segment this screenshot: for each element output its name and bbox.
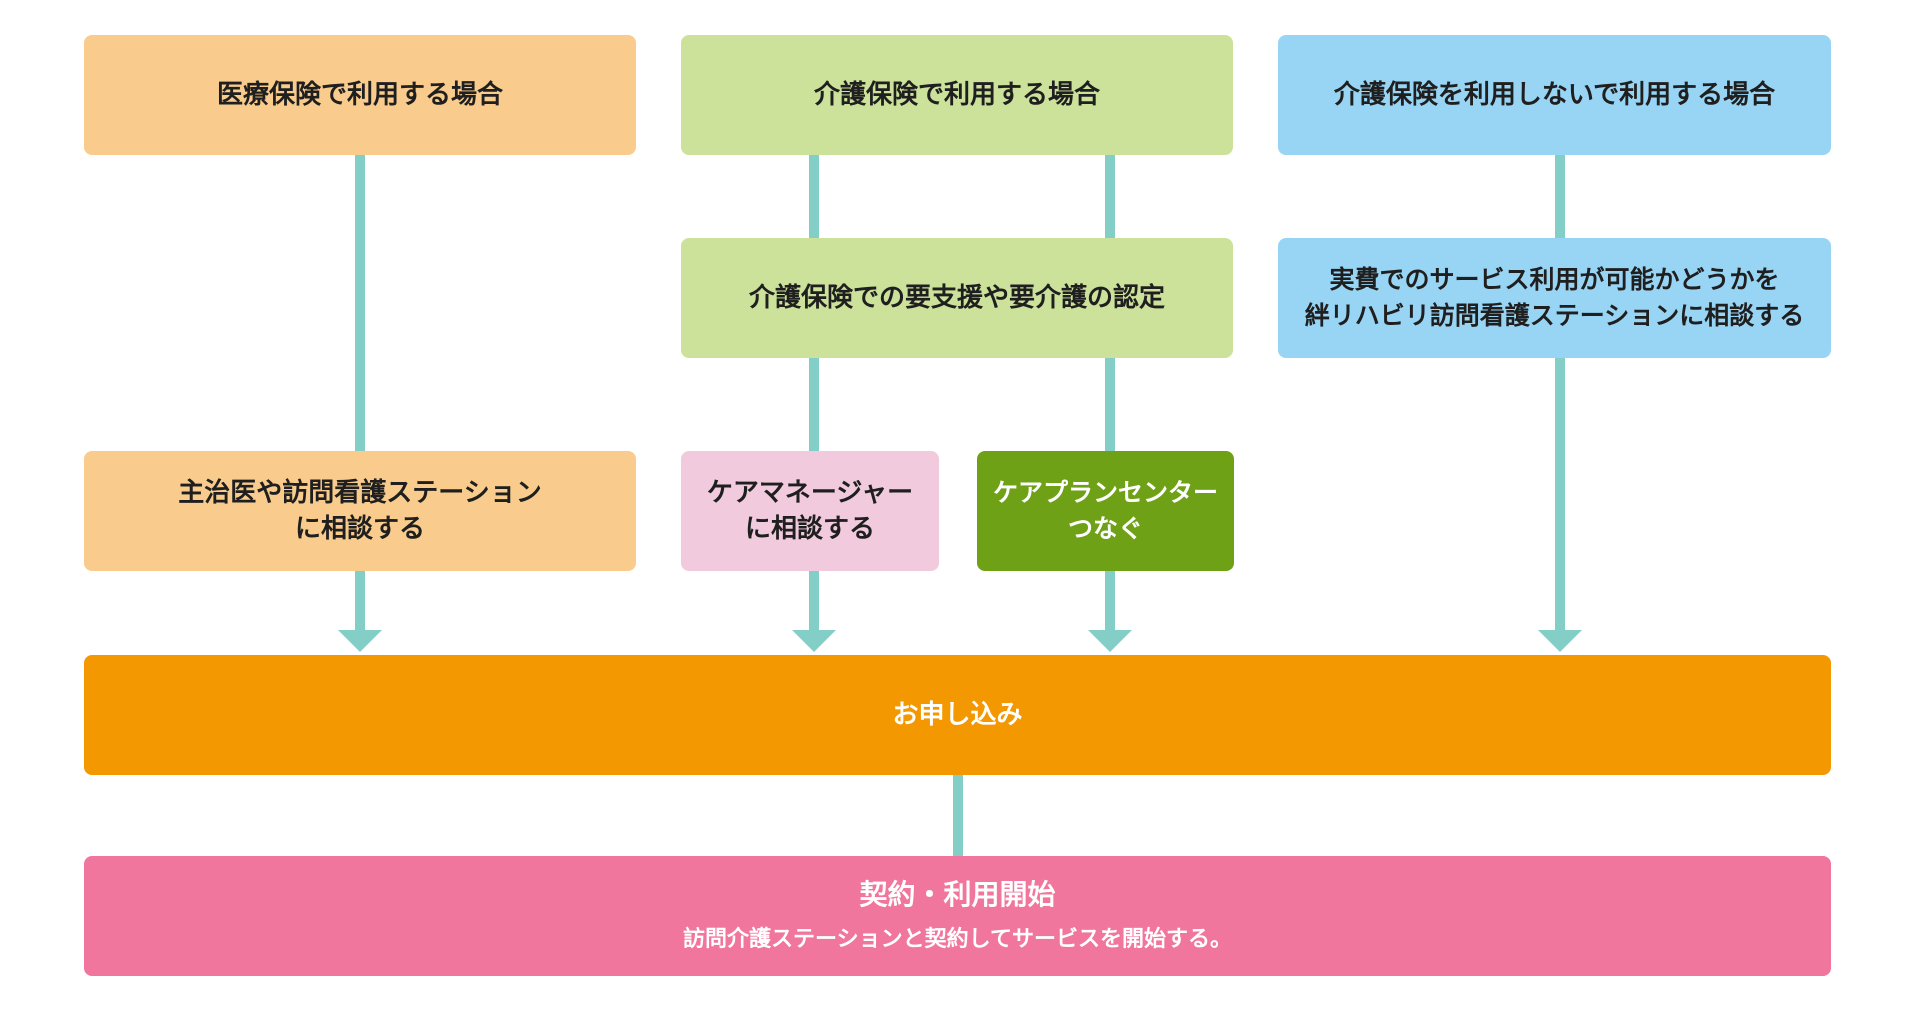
connector-noinsurance-to-selfpay [1555, 154, 1565, 238]
node-self-pay-consult: 実費でのサービス利用が可能かどうかを 絆リハビリ訪問看護ステーションに相談する [1278, 238, 1831, 358]
connector-doctor-to-application [355, 570, 365, 634]
arrowhead-doctor [338, 630, 382, 652]
connector-certification-to-careplan [1105, 357, 1115, 451]
node-label: 介護保険での要支援や要介護の認定 [748, 283, 1165, 313]
node-care-certification: 介護保険での要支援や要介護の認定 [681, 238, 1233, 358]
node-doctor-consult: 主治医や訪問看護ステーション に相談する [84, 451, 636, 571]
node-contract-start: 契約・利用開始 訪問介護ステーションと契約してサービスを開始する。 [84, 856, 1831, 976]
node-label: お申し込み [892, 700, 1023, 730]
connector-selfpay-to-application [1555, 357, 1565, 634]
node-label: 医療保険で利用する場合 [216, 80, 503, 110]
node-label-line1: 実費でのサービス利用が可能かどうかを [1329, 265, 1780, 294]
node-no-insurance: 介護保険を利用しないで利用する場合 [1278, 35, 1831, 155]
node-label-line2: に相談する [294, 514, 425, 544]
node-label-line2: つなぐ [1067, 514, 1143, 543]
connector-medical-to-doctor [355, 154, 365, 451]
node-title: 契約・利用開始 [859, 878, 1056, 911]
node-label-line1: ケアマネージャー [706, 478, 914, 508]
node-label-line2: に相談する [744, 514, 875, 544]
node-label-line1: 主治医や訪問看護ステーション [178, 478, 542, 508]
node-label-line1: ケアプランセンター [992, 478, 1218, 507]
connector-application-to-contract [953, 772, 963, 856]
node-label: 介護保険を利用しないで利用する場合 [1333, 80, 1776, 110]
node-care-plan-center: ケアプランセンター つなぐ [977, 451, 1234, 571]
connector-care-to-certification-right [1105, 154, 1115, 238]
node-care-manager-consult: ケアマネージャー に相談する [681, 451, 939, 571]
node-label: 介護保険で利用する場合 [813, 80, 1100, 110]
node-label-line2: 絆リハビリ訪問看護ステーションに相談する [1304, 301, 1805, 330]
connector-certification-to-caremanager [809, 357, 819, 451]
connector-care-to-certification-left [809, 154, 819, 238]
node-care-insurance: 介護保険で利用する場合 [681, 35, 1233, 155]
connector-caremanager-to-application [809, 570, 819, 634]
arrowhead-selfpay [1538, 630, 1582, 652]
node-medical-insurance: 医療保険で利用する場合 [84, 35, 636, 155]
arrowhead-careplan [1088, 630, 1132, 652]
node-subtitle: 訪問介護ステーションと契約してサービスを開始する。 [683, 927, 1232, 952]
arrowhead-caremanager [792, 630, 836, 652]
connector-careplan-to-application [1105, 570, 1115, 634]
node-application: お申し込み [84, 655, 1831, 775]
